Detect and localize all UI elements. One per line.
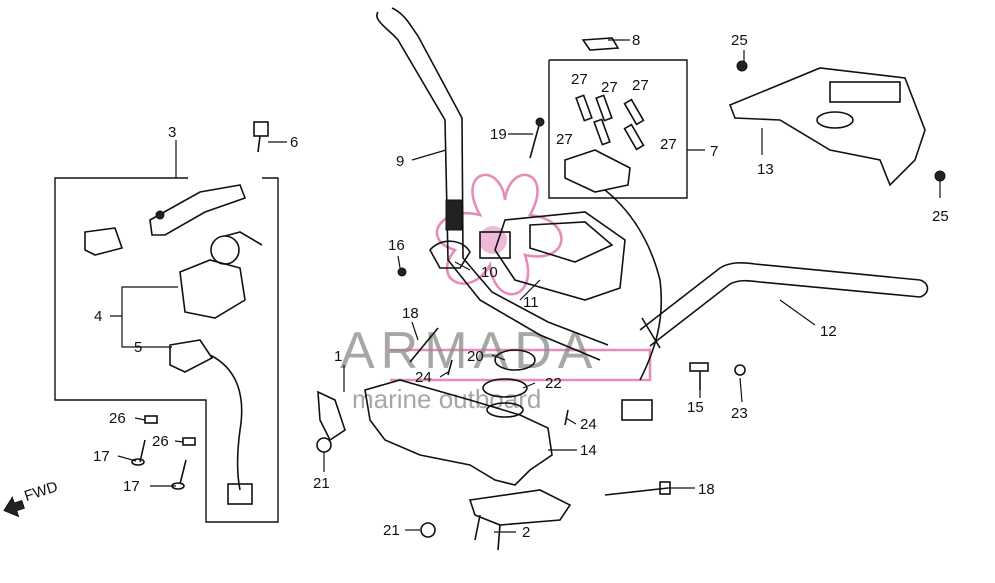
callout-27b: 27 (601, 79, 618, 96)
callout-27c: 27 (632, 77, 649, 94)
switch-cover-part (149, 184, 247, 236)
callout-22: 22 (545, 375, 562, 392)
bolt-19-part (529, 117, 545, 159)
callout-3: 3 (168, 124, 176, 141)
callout-1: 1 (334, 348, 342, 365)
callout-20: 20 (467, 348, 484, 365)
callout-labels: 3 6 4 5 26 26 17 17 8 27 27 27 27 27 7 9… (93, 32, 949, 541)
callout-14: 14 (580, 442, 597, 459)
callout-25b: 25 (932, 208, 949, 225)
callout-15: 15 (687, 399, 704, 416)
ignition-key-part (253, 121, 269, 153)
callout-17a: 17 (93, 448, 110, 465)
callout-26a: 26 (109, 410, 126, 427)
connector-box (548, 59, 688, 199)
callout-27d: 27 (556, 131, 573, 148)
handlebar-holder-part (316, 349, 572, 551)
callout-7: 7 (710, 143, 718, 160)
callout-23: 23 (731, 405, 748, 422)
callout-16: 16 (388, 237, 405, 254)
bolt-18-parts (409, 327, 671, 496)
clamp-10-part (397, 240, 471, 277)
bolt-15-washer-23-parts (689, 362, 746, 390)
callout-5: 5 (134, 339, 142, 356)
switch-base-part (169, 339, 253, 505)
callout-27a: 27 (571, 71, 588, 88)
fuse-block-part (564, 149, 663, 421)
callout-6: 6 (290, 134, 298, 151)
callout-13: 13 (757, 161, 774, 178)
leader-lines (110, 39, 941, 533)
callout-24a: 24 (415, 369, 432, 386)
callout-26b: 26 (152, 433, 169, 450)
ignition-switch-part (179, 231, 263, 319)
meter-housing-part (479, 211, 626, 301)
callout-27e: 27 (660, 136, 677, 153)
watermark-brand: ARMADA (340, 322, 598, 380)
ignition-switch-box (54, 177, 279, 523)
callout-11: 11 (523, 294, 539, 311)
switch-block-part (84, 227, 124, 256)
callout-21a: 21 (313, 475, 330, 492)
callout-17b: 17 (123, 478, 140, 495)
right-handlebar-part (639, 262, 929, 349)
callout-19: 19 (490, 126, 507, 143)
callout-12: 12 (820, 323, 837, 340)
callout-18a: 18 (402, 305, 419, 322)
callout-8: 8 (632, 32, 640, 49)
callout-24b: 24 (580, 416, 597, 433)
fwd-arrow-icon (3, 496, 25, 518)
callout-4: 4 (94, 308, 102, 325)
callout-21b: 21 (383, 522, 400, 539)
left-handlebar-part (376, 7, 609, 361)
handlebar-cover-part (728, 67, 926, 187)
label-plate-part (581, 37, 620, 51)
bolt-25-parts (736, 60, 946, 182)
fwd-label: FWD (22, 478, 60, 505)
callout-25a: 25 (731, 32, 748, 49)
watermark-tagline: marine outboard (352, 384, 541, 414)
callout-2: 2 (522, 524, 530, 541)
screw-parts-left (131, 415, 196, 490)
callout-9: 9 (396, 153, 404, 170)
callout-10: 10 (481, 264, 498, 281)
bolt-24-parts (447, 359, 569, 426)
callout-18b: 18 (698, 481, 715, 498)
fuse-parts (575, 94, 645, 151)
